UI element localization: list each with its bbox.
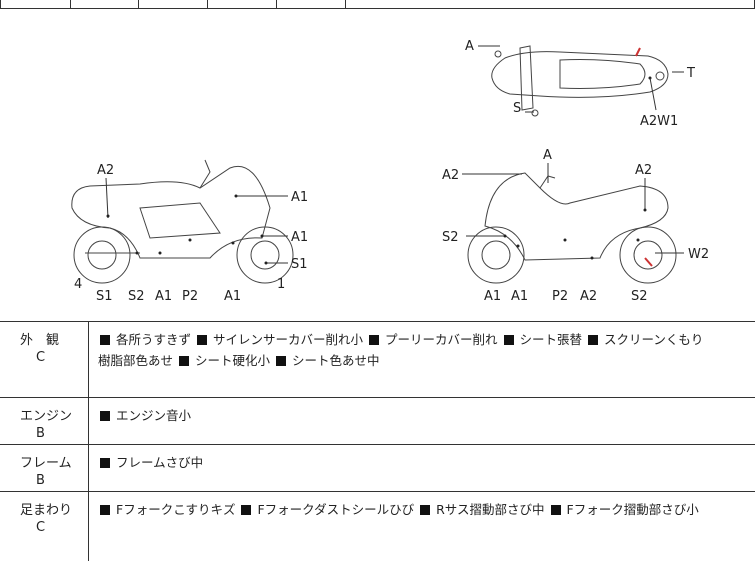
list-item: Fフォークダストシールひび: [257, 502, 415, 517]
label-1: 1: [277, 277, 285, 292]
left-view-scooter: A2 A1 A1 S1 4 1 S1 S2 A1 P2 A1: [71, 159, 308, 304]
category-name: 外 観: [20, 333, 60, 348]
label-a2-right-left: A2: [442, 168, 459, 183]
right-view-scooter: A2 A A2 S2 W2 A1 A1 P2 A2 S2: [442, 148, 709, 304]
label-s1-right: S1: [291, 257, 308, 272]
label-right-bottom-2: A1: [511, 289, 528, 304]
label-right-bottom-3: P2: [552, 289, 568, 304]
label-a-top: A: [465, 39, 474, 54]
category-grade: B: [36, 473, 45, 488]
label-left-bottom-1: S1: [96, 289, 113, 304]
label-right-bottom-4: A2: [580, 289, 597, 304]
label-a1-front: A1: [291, 230, 308, 245]
list-item: スクリーンくもり: [604, 332, 704, 347]
label-t: T: [686, 66, 695, 81]
label-s2-right: S2: [442, 230, 459, 245]
item-list: 各所うすきず サイレンサーカバー削れ小 プーリーカバー削れ シート張替 スクリー…: [98, 329, 749, 371]
item-list: フレームさび中: [98, 452, 749, 473]
list-item: Fフォーク摺動部さび小: [566, 502, 699, 517]
category-name: フレーム: [20, 456, 72, 471]
list-item: 樹脂部色あせ: [98, 353, 174, 368]
label-s-top: S: [513, 101, 521, 116]
category-cell: フレーム B: [0, 445, 89, 491]
list-item: プーリーカバー削れ: [385, 332, 498, 347]
label-4: 4: [74, 277, 82, 292]
list-item: エンジン音小: [116, 408, 192, 423]
top-view-scooter: A S T A2W1: [465, 39, 695, 129]
label-left-bottom-3: A1: [155, 289, 172, 304]
list-item: シート色あせ中: [292, 353, 380, 368]
label-a1-cowl: A1: [291, 190, 308, 205]
label-left-bottom-2: S2: [128, 289, 145, 304]
section-suspension: 足まわり C Fフォークこすりキズ Fフォークダストシールひび Rサス摺動部さび…: [0, 492, 755, 561]
label-a2-left: A2: [97, 163, 114, 178]
label-a2w1: A2W1: [640, 114, 678, 129]
label-left-bottom-4: P2: [182, 289, 198, 304]
list-item: 各所うすきず: [116, 332, 192, 347]
label-w2: W2: [688, 247, 709, 262]
category-name: エンジン: [20, 409, 73, 424]
list-item: シート硬化小: [195, 353, 271, 368]
list-item: Fフォークこすりキズ: [116, 502, 236, 517]
label-left-bottom-5: A1: [224, 289, 241, 304]
category-cell: 外 観 C: [0, 322, 89, 397]
section-engine: エンジン B エンジン音小: [0, 398, 755, 445]
list-item: Rサス摺動部さび中: [436, 502, 545, 517]
label-right-bottom-1: A1: [484, 289, 501, 304]
list-item: サイレンサーカバー削れ小: [213, 332, 364, 347]
list-item: フレームさび中: [116, 455, 204, 470]
section-frame: フレーム B フレームさび中: [0, 445, 755, 492]
category-grade: C: [36, 350, 46, 365]
category-name: 足まわり: [20, 503, 73, 518]
motorcycle-diagram-svg: A S T A2W1 A2: [71, 39, 709, 304]
item-list: エンジン音小: [98, 405, 749, 426]
category-grade: B: [36, 426, 45, 441]
label-a-right: A: [543, 148, 552, 163]
category-grade: C: [36, 520, 46, 535]
category-cell: エンジン B: [0, 398, 89, 444]
label-right-bottom-5: S2: [631, 289, 648, 304]
damage-diagram: A S T A2W1 A2: [0, 8, 755, 322]
item-list: Fフォークこすりキズ Fフォークダストシールひび Rサス摺動部さび中 Fフォーク…: [98, 499, 749, 520]
section-exterior: 外 観 C 各所うすきず サイレンサーカバー削れ小 プーリーカバー削れ シート張…: [0, 322, 755, 398]
list-item: シート張替: [519, 332, 583, 347]
category-cell: 足まわり C: [0, 492, 89, 561]
label-a2-right-rear: A2: [635, 163, 652, 178]
